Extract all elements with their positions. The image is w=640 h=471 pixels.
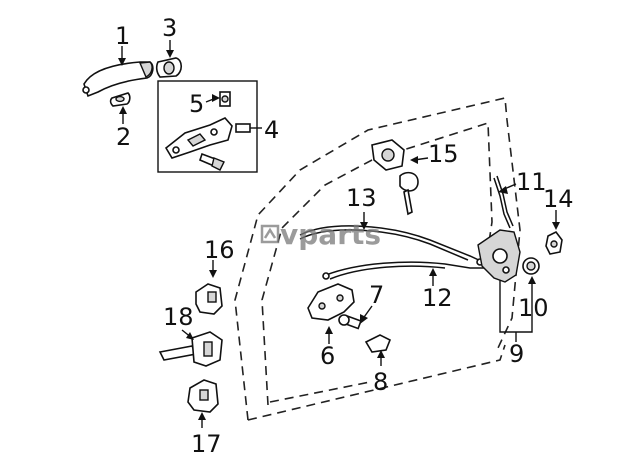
- brand-name: vparts: [280, 218, 381, 251]
- handle-cap: [155, 57, 183, 78]
- callout-5: 5: [189, 90, 204, 118]
- callout-numbers: 1 2 3 4 5 6 7 8 9 10 11 12 13 14 15 16 1…: [115, 14, 574, 458]
- callout-4: 4: [264, 116, 279, 144]
- callout-12: 12: [422, 284, 453, 312]
- control-cable: [322, 261, 486, 280]
- lower-hinge: [187, 379, 219, 413]
- callout-1: 1: [115, 22, 130, 50]
- callout-9: 9: [509, 340, 524, 368]
- striker-shim: [364, 334, 392, 353]
- grommet: [522, 257, 540, 275]
- frame-bolt: [235, 123, 254, 133]
- callout-13: 13: [346, 184, 377, 212]
- door-lock-assembly: [477, 229, 521, 283]
- callout-8: 8: [373, 368, 388, 396]
- callout-10: 10: [518, 294, 549, 322]
- callout-18: 18: [163, 303, 194, 331]
- callout-6: 6: [320, 342, 335, 370]
- detail-box: [157, 80, 258, 173]
- handle-frame: [164, 117, 233, 159]
- callout-11: 11: [516, 168, 547, 196]
- striker-bolt: [338, 314, 362, 330]
- callout-15: 15: [428, 140, 459, 168]
- door-striker: [307, 283, 355, 321]
- door-check: [158, 331, 223, 367]
- callout-3: 3: [162, 14, 177, 42]
- callout-17: 17: [191, 430, 222, 458]
- callout-7: 7: [369, 281, 384, 309]
- lock-rod: [493, 175, 514, 229]
- outside-door-handle: [82, 61, 154, 98]
- callout-2: 2: [116, 123, 131, 151]
- brand-logo-icon: [260, 224, 280, 244]
- clip: [219, 91, 231, 107]
- frame-screw: [199, 152, 225, 171]
- handle-pad: [109, 92, 131, 107]
- lock-cover: [545, 230, 563, 255]
- lock-cylinder: [371, 139, 419, 216]
- callout-16: 16: [204, 236, 235, 264]
- brand-watermark: vparts: [260, 218, 381, 251]
- upper-hinge: [195, 283, 223, 315]
- leader-lines: [118, 40, 560, 428]
- callout-14: 14: [543, 185, 574, 213]
